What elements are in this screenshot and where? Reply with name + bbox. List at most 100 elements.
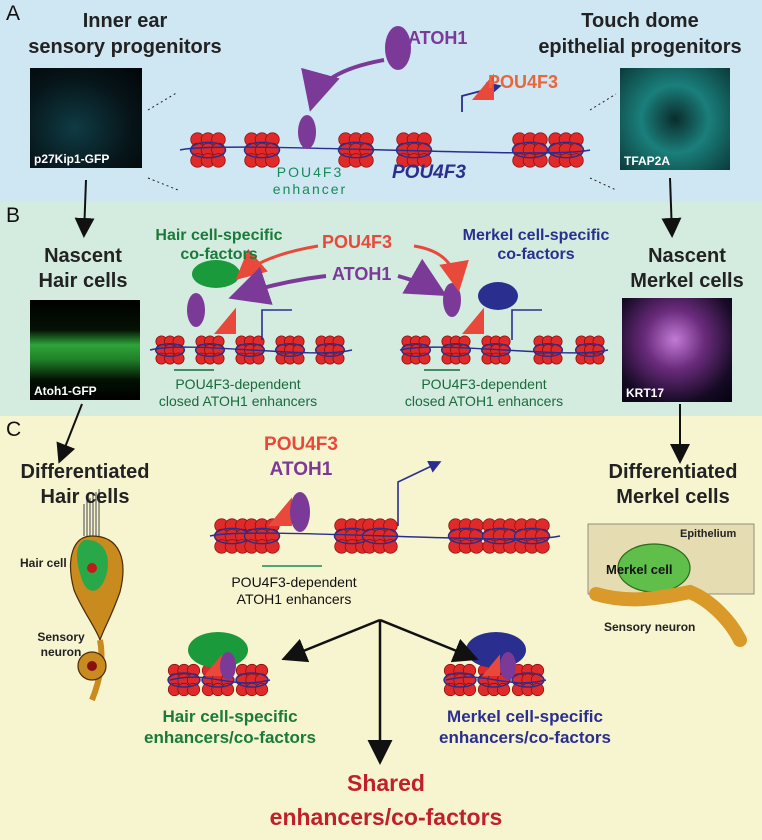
inner-ear-micrograph: p27Kip1-GFP (30, 68, 142, 168)
nucleosome (547, 132, 585, 168)
nucleosome (511, 132, 549, 168)
split-arrow-right (379, 618, 479, 663)
dna-wrap (194, 343, 226, 358)
atoh1-oval-c (290, 492, 310, 532)
dna-wrap (154, 343, 186, 358)
hair-cell-nucleus (87, 563, 97, 573)
transcription-arrow-c (397, 461, 442, 526)
promoter-bar (511, 309, 542, 340)
nucleosome (189, 132, 227, 168)
dna-strand (399, 346, 609, 354)
micrograph-caption: TFAP2A (624, 154, 671, 168)
nucleosome (480, 335, 512, 365)
panel-letter-b: B (6, 204, 21, 227)
pou4f3-triangle-b-right (462, 307, 484, 334)
pou4f3-protein-triangle (472, 73, 494, 100)
nucleosome (513, 518, 551, 554)
pou4f3-triangle-hair (204, 654, 222, 676)
pou4f3-triangle-b-left (214, 307, 236, 334)
dna-wrap (234, 343, 266, 358)
nucleosome (243, 132, 281, 168)
dna-wrap (243, 527, 281, 545)
dna-strand (209, 532, 561, 540)
dna-wrap (511, 141, 549, 159)
dna-wrap (243, 141, 281, 159)
krt17-micrograph: KRT17 (622, 298, 732, 402)
micrograph-caption: p27Kip1-GFP (34, 152, 110, 166)
split-arrow-left (281, 618, 381, 663)
promoter-bar (261, 309, 292, 340)
pou4f3-gene-label: POU4F3 (392, 162, 466, 183)
dna-wrap (574, 343, 606, 358)
nucleosome (440, 335, 472, 365)
nucleosome (443, 663, 477, 697)
nucleosome (234, 335, 266, 365)
dna-wrap (189, 141, 227, 159)
atoh1-oval-b-left (187, 293, 205, 327)
nucleosome (154, 335, 186, 365)
nucleosome (213, 518, 251, 554)
dna-strand (445, 676, 547, 684)
nucleosome (481, 518, 519, 554)
nucleosome (235, 663, 269, 697)
nucleosome (395, 132, 433, 168)
nucleosome (400, 335, 432, 365)
atoh1-arrow-left (228, 266, 327, 305)
nucleosome (447, 518, 485, 554)
nucleosome (337, 132, 375, 168)
pou4f3-triangle-c (268, 497, 292, 526)
nucleosome (574, 335, 606, 365)
atoh1-gfp-micrograph: Atoh1-GFP (30, 300, 140, 400)
dna-wrap (443, 672, 477, 688)
atoh1-oval-hair (220, 652, 236, 680)
dna-wrap (513, 527, 551, 545)
nucleosome (314, 335, 346, 365)
pou4f3-triangle-merkel (482, 654, 500, 676)
nucleosome (511, 663, 545, 697)
atoh1-oval (385, 26, 411, 70)
atoh1-arrow-right (397, 258, 447, 296)
micrograph-caption: Atoh1-GFP (34, 384, 97, 398)
atoh1-binding-arrow (301, 58, 385, 112)
merkel-cell-label: Merkel cell (606, 562, 673, 577)
dotted-guide (589, 177, 617, 191)
differentiation-arrow-left (56, 403, 83, 464)
micrograph-caption: KRT17 (626, 386, 665, 400)
dotted-guide (589, 93, 617, 111)
merkel-sensory-neuron (589, 584, 747, 647)
pou4f3-label-b: POU4F3 (322, 232, 393, 252)
epithelium-label: Epithelium (680, 528, 737, 540)
nucleosome (274, 335, 306, 365)
atoh1-oval-merkel (500, 652, 516, 680)
panel-letter-c: C (6, 418, 22, 441)
dotted-guide (147, 91, 179, 111)
dna-strand (149, 346, 353, 354)
dna-wrap (532, 343, 564, 358)
dna-strand (179, 146, 591, 154)
merkel-cofactor-oval (478, 282, 518, 310)
dna-wrap (274, 343, 306, 358)
dna-strand (169, 676, 271, 684)
atoh1-label-b: ATOH1 (332, 264, 392, 284)
dna-wrap (547, 141, 585, 159)
atoh1-label: ATOH1 (408, 28, 468, 48)
lineage-arrow-right (661, 177, 682, 238)
lineage-arrow-left (74, 179, 95, 238)
atoh1-bound-oval (298, 115, 316, 149)
